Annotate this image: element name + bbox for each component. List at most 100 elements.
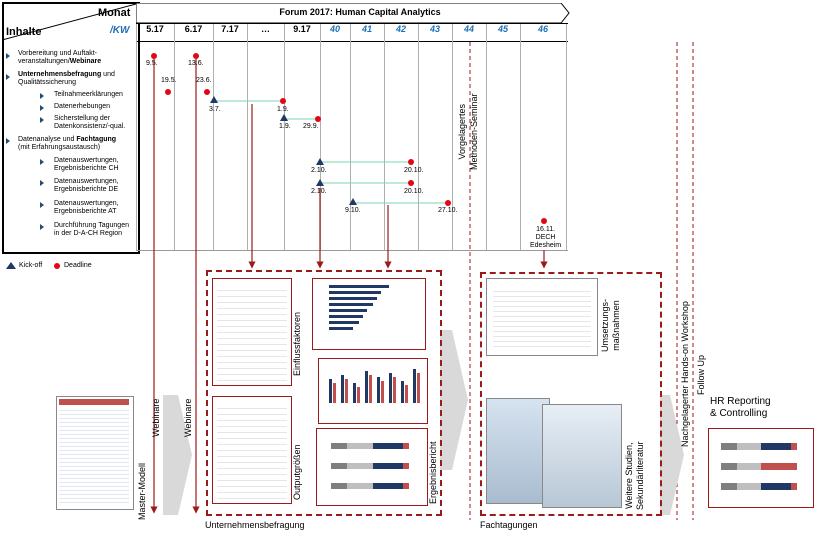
hr-chart-thumbnail [708, 428, 814, 508]
timeline-title: Forum 2017: Human Capital Analytics [279, 7, 441, 17]
row-label: Datenanalyse und Fachtagung (mit Erfahru… [18, 136, 117, 151]
deadline-icon [315, 116, 321, 122]
header-diagonal [2, 3, 137, 41]
webinare-label: Webinare [151, 398, 161, 437]
grid-line [486, 24, 487, 250]
bullet-icon [40, 117, 44, 123]
bullet-icon [40, 180, 44, 186]
row-label: Sicherstellung der Datenkonsistenz/-qual… [54, 115, 126, 130]
deadline-icon [165, 89, 171, 95]
study-thumbnail [486, 398, 550, 504]
deadline-icon [151, 53, 157, 59]
ergebnis-label: Ergebnisbericht [428, 441, 438, 504]
timeline-column-header: 5.17 [146, 24, 164, 34]
deadline-icon [204, 89, 210, 95]
bullet-icon [6, 138, 10, 144]
bullet-icon [6, 53, 10, 59]
timeline-column-header: 45 [497, 24, 508, 34]
date-label: 16.11. DECH Edesheim [530, 226, 562, 249]
bullet-icon [6, 74, 10, 80]
row-label: Teilnahmeerklärungen [54, 91, 123, 98]
hr-reporting-label: HR Reporting & Controlling [710, 396, 771, 419]
grid-line [213, 24, 214, 250]
grid-line [384, 24, 385, 250]
grid-line [520, 24, 521, 250]
row-label: Datenauswertungen, Ergebnisberichte AT [54, 200, 119, 215]
date-label: 1.9. [277, 106, 289, 113]
timeline-column-header: 40 [329, 24, 340, 34]
grid-line [284, 24, 285, 250]
timeline-column-header: 41 [361, 24, 372, 34]
grid-line [174, 24, 175, 250]
row-label: Unternehmensbefragung und Qualitätssiche… [18, 71, 115, 86]
timeline-column-header: 44 [463, 24, 474, 34]
row-label: Vorbereitung und Auftakt- veranstaltunge… [18, 50, 102, 65]
date-label: 2.10. [311, 167, 327, 174]
header-inhalte: Inhalte [6, 26, 42, 38]
seminar-label: Vorgelagertes Methoden-Seminar [457, 93, 479, 170]
header-top-line [136, 23, 568, 24]
date-label: 20.10. [404, 188, 424, 195]
date-label: 3.7. [209, 106, 221, 113]
deadline-icon [280, 98, 286, 104]
header-kw: /KW [110, 25, 130, 36]
grid-line [136, 24, 137, 250]
date-label: 1.9. [279, 123, 291, 130]
fachtagungen-box [480, 272, 662, 516]
timeline-column-header: 9.17 [293, 24, 311, 34]
legend-kickoff: Kick-off [19, 262, 43, 269]
row-label: Durchführung Tagungen in der D-A-CH Regi… [54, 222, 129, 237]
report-thumbnail [486, 278, 598, 356]
master-model-thumbnail [56, 396, 134, 510]
kickoff-icon [280, 114, 288, 121]
bullet-icon [40, 224, 44, 230]
deadline-icon [193, 53, 199, 59]
row-label: Datenauswertungen, Ergebnisberichte CH [54, 157, 119, 172]
webinare-label: Webinare [183, 398, 193, 437]
kickoff-icon [210, 96, 218, 103]
row-label: Datenauswertungen, Ergebnisberichte DE [54, 178, 119, 193]
bullet-icon [40, 202, 44, 208]
timeline-column-header: … [261, 24, 270, 34]
grid-line [350, 24, 351, 250]
date-label: 20.10. [404, 167, 424, 174]
date-label: 9.5. [146, 60, 158, 67]
fachtagungen-label: Fachtagungen [480, 520, 538, 530]
study-thumbnail [542, 404, 622, 508]
deadline-icon [408, 159, 414, 165]
timeline-column-header: 7.17 [221, 24, 239, 34]
workshop-label: Nachgelagerter Hands-on Workshop [680, 301, 690, 447]
column-chart-thumbnail [318, 358, 428, 424]
date-label: 9.10. [345, 207, 361, 214]
header-monat: Monat [98, 7, 131, 19]
questionnaire-thumbnail [212, 396, 292, 504]
gantt-markers [151, 53, 547, 224]
kickoff-icon [349, 198, 357, 205]
followup-label: Follow Up [696, 354, 706, 395]
unternehmensbefragung-label: Unternehmensbefragung [205, 520, 305, 530]
stacked-bar-thumbnail [316, 428, 428, 506]
header-row-line [136, 41, 568, 42]
deadline-icon [445, 200, 451, 206]
kickoff-icon [316, 179, 324, 186]
title-arrow [136, 3, 570, 24]
timeline-column-header: 43 [429, 24, 440, 34]
bullet-icon [40, 159, 44, 165]
grid-line [452, 24, 453, 250]
timeline-column-header: 6.17 [184, 24, 203, 34]
date-label: 2.10. [311, 188, 327, 195]
date-label: 23.6. [196, 77, 212, 84]
timeline-column-header: 46 [537, 24, 548, 34]
unternehmensbefragung-box [206, 270, 442, 516]
bar-chart-thumbnail [312, 278, 426, 350]
output-label: Outputgrößen [292, 444, 302, 500]
kickoff-icon [316, 158, 324, 165]
gantt-frame [2, 2, 140, 254]
umsetzung-label: Umsetzungs- maßnahmen [600, 298, 621, 352]
bullet-icon [40, 93, 44, 99]
date-label: 27.10. [438, 207, 458, 214]
timeline-column-header: 42 [395, 24, 406, 34]
legend-deadline: Deadline [64, 262, 92, 269]
grid-line [320, 24, 321, 250]
